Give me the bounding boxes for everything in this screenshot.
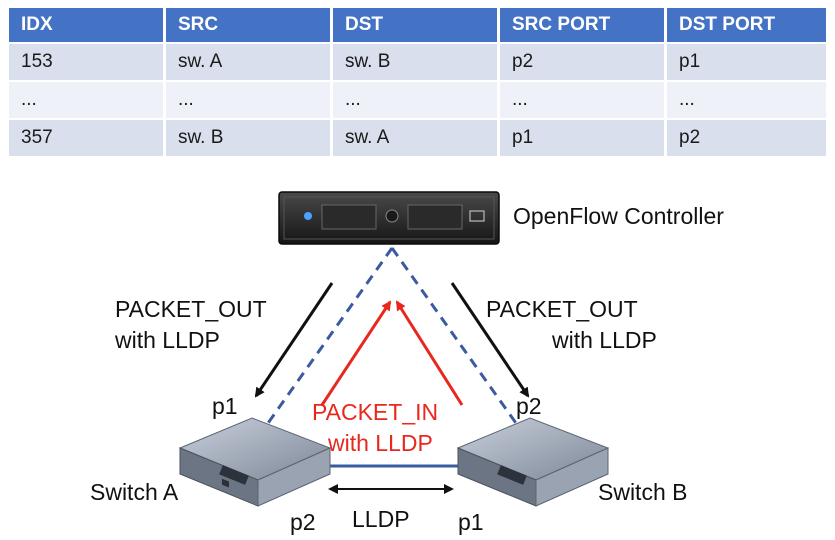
right-packet-out-line1: PACKET_OUT	[486, 296, 638, 322]
switch-a-ports	[219, 465, 249, 485]
table-row: 153 sw. A sw. B p2 p1	[9, 44, 826, 80]
table-row: 357 sw. B sw. A p1 p2	[9, 120, 826, 156]
packet-in-line1: PACKET_IN	[312, 399, 438, 425]
cell-dst-port: p2	[667, 120, 826, 156]
cell-src: sw. A	[166, 44, 330, 80]
cell-dst-port: p1	[667, 44, 826, 80]
cell-src: ...	[166, 82, 330, 118]
controller-server-icon	[278, 191, 500, 245]
switch-a-port-p1: p1	[212, 393, 238, 419]
header-src-port: SRC PORT	[500, 8, 664, 42]
cell-dst: sw. A	[333, 120, 497, 156]
cell-dst: ...	[333, 82, 497, 118]
switch-b-ports	[497, 465, 527, 485]
switch-b-label: Switch B	[598, 479, 687, 505]
cell-idx: ...	[9, 82, 163, 118]
left-packet-out-line2: with LLDP	[114, 327, 220, 353]
switch-b-port-p2: p2	[516, 393, 542, 419]
switch-a-port-p2: p2	[290, 509, 316, 535]
controller-label: OpenFlow Controller	[513, 203, 724, 229]
right-packet-out-line2: with LLDP	[551, 327, 657, 353]
table-header-row: IDX SRC DST SRC PORT DST PORT	[9, 8, 826, 42]
left-packet-out-line1: PACKET_OUT	[115, 296, 267, 322]
cell-dst-port: ...	[667, 82, 826, 118]
control-link-a	[264, 247, 394, 427]
cell-idx: 357	[9, 120, 163, 156]
cell-src-port: p2	[500, 44, 664, 80]
switch-b-icon	[456, 417, 610, 507]
packet-out-arrow-left	[254, 282, 334, 398]
right-packet-out-label: PACKET_OUT with LLDP	[486, 296, 657, 353]
cell-src-port: ...	[500, 82, 664, 118]
packet-in-arrow-left	[320, 300, 392, 406]
header-idx: IDX	[9, 8, 163, 42]
switch-b-port-p1: p1	[458, 509, 484, 535]
link-table: IDX SRC DST SRC PORT DST PORT 153 sw. A …	[6, 6, 829, 158]
header-src: SRC	[166, 8, 330, 42]
cell-dst: sw. B	[333, 44, 497, 80]
header-dst: DST	[333, 8, 497, 42]
left-packet-out-label: PACKET_OUT with LLDP	[114, 296, 273, 353]
packet-in-label: PACKET_IN with LLDP	[312, 399, 445, 456]
lldp-label: LLDP	[352, 506, 410, 532]
control-link-b	[390, 247, 520, 427]
header-dst-port: DST PORT	[667, 8, 826, 42]
cell-src: sw. B	[166, 120, 330, 156]
cell-src-port: p1	[500, 120, 664, 156]
switch-a-label: Switch A	[90, 479, 179, 505]
packet-out-arrow-right	[450, 282, 530, 398]
cell-idx: 153	[9, 44, 163, 80]
packet-in-arrow-right	[395, 300, 464, 406]
table-row: ... ... ... ... ...	[9, 82, 826, 118]
packet-in-line2: with LLDP	[327, 430, 433, 456]
switch-a-icon	[178, 417, 332, 507]
